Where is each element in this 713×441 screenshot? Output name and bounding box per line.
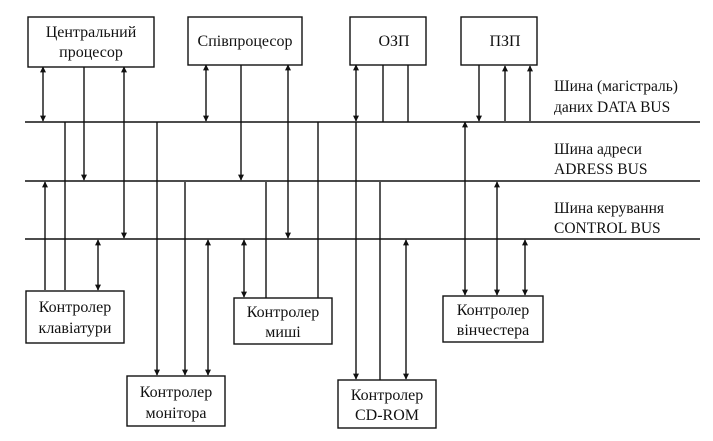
ram-label: ОЗП (378, 33, 410, 50)
hdd-controller-block (442, 295, 544, 343)
monitor-controller-block (126, 375, 226, 427)
keyboard-controller-block (25, 290, 125, 344)
data-bus-label-line2: даних DATA BUS (554, 99, 670, 116)
address-bus-label-line1: Шина адреси (554, 141, 642, 158)
cpu-block (27, 16, 155, 68)
mouse-controller-label-line2: миші (265, 324, 301, 341)
keyboard-controller-label-line2: клавіатури (39, 320, 112, 337)
mouse-controller-block (233, 297, 333, 345)
rom-block (460, 16, 538, 66)
cdrom-controller-label-line1: Контролер (351, 387, 424, 404)
keyboard-controller-label-line1: Контролер (39, 299, 112, 316)
cpu-label-line2: процесор (59, 44, 123, 61)
data-bus-label-line1: Шина (магістраль) (554, 78, 678, 95)
address-bus-label-line2: ADRESS BUS (554, 161, 647, 178)
monitor-controller-label-line1: Контролер (140, 384, 213, 401)
hdd-controller-label-line1: Контролер (457, 302, 530, 319)
ram-block (349, 16, 427, 66)
control-bus-label-line2: CONTROL BUS (554, 220, 661, 237)
mouse-controller-label-line1: Контролер (247, 304, 320, 321)
hdd-controller-label-line2: вінчестера (457, 322, 529, 339)
cpu-label-line1: Центральний (46, 24, 137, 41)
cdrom-controller-block (337, 379, 437, 429)
monitor-controller-label-line2: монітора (145, 405, 206, 422)
coprocessor-label: Співпроцесор (198, 33, 293, 50)
rom-label: ПЗП (489, 33, 521, 50)
cdrom-controller-label-line2: CD-ROM (355, 407, 419, 424)
control-bus-label-line1: Шина керування (554, 200, 664, 217)
coprocessor-block (187, 16, 303, 66)
